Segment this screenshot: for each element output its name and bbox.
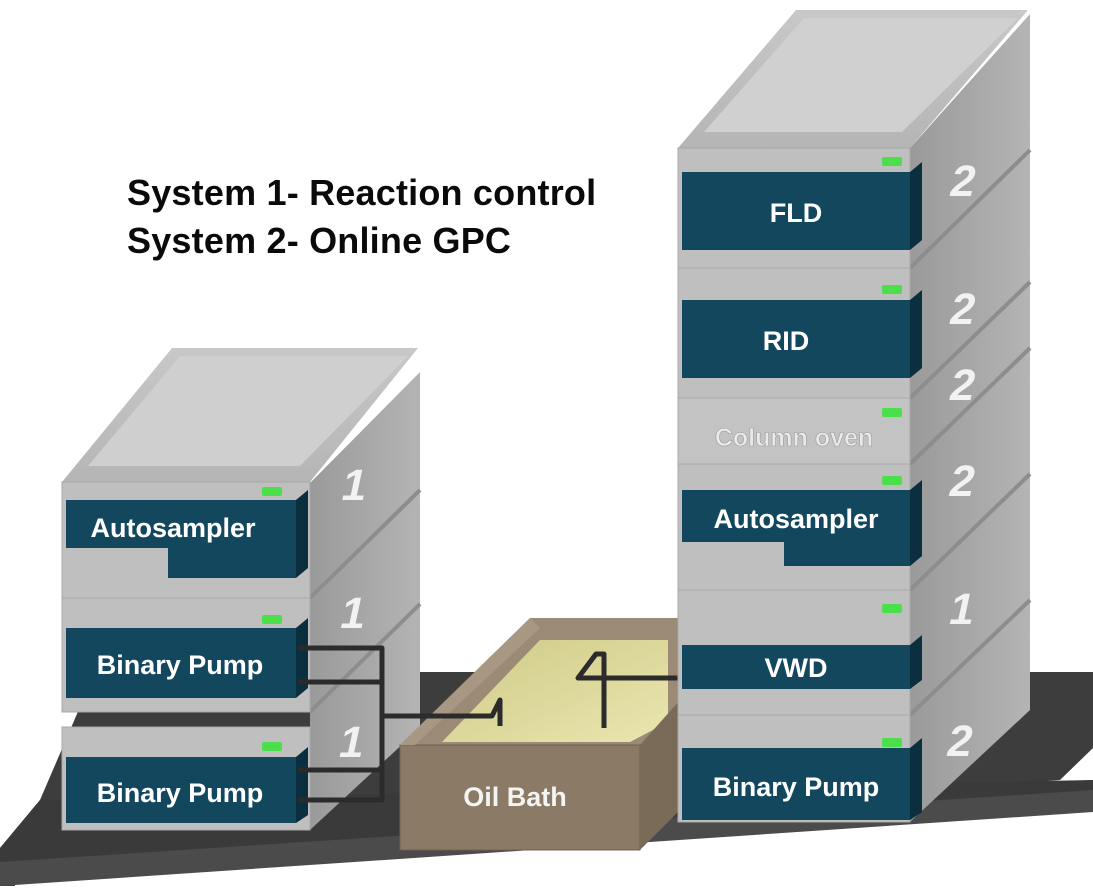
green-led-icon bbox=[262, 487, 282, 496]
module-label: Binary Pump bbox=[713, 772, 880, 802]
tube-to-bath bbox=[382, 697, 503, 726]
left-stack: Autosampler 1 Binary Pump 1 Binary Pump … bbox=[61, 348, 422, 831]
module-label: Binary Pump bbox=[97, 650, 264, 680]
module-label: Binary Pump bbox=[97, 778, 264, 808]
oil-bath: Oil Bath bbox=[399, 618, 680, 851]
green-led-icon bbox=[882, 738, 902, 747]
module-label: Autosampler bbox=[90, 513, 256, 543]
tube-pump1-upper bbox=[298, 645, 385, 773]
green-led-icon bbox=[882, 285, 902, 294]
left-module-binary-pump-2: Binary Pump 1 bbox=[61, 718, 370, 831]
tubing bbox=[298, 645, 682, 803]
green-led-icon bbox=[882, 604, 902, 613]
right-stack: FLD 2 RID 2 Column oven 2 Autosampler 2 bbox=[677, 10, 1032, 823]
right-stack-lid-rim bbox=[704, 18, 1018, 132]
green-led-icon bbox=[262, 615, 282, 624]
right-module-fld: FLD 2 bbox=[677, 147, 981, 269]
module-label: VWD bbox=[765, 653, 828, 683]
right-module-rid: RID 2 bbox=[677, 267, 981, 399]
legend-system2: System 2- Online GPC bbox=[127, 220, 512, 261]
module-label: Column oven bbox=[715, 424, 873, 452]
tube-bath-to-vwd bbox=[575, 651, 682, 728]
bath-label: Oil Bath bbox=[463, 782, 567, 812]
green-led-icon bbox=[882, 157, 902, 166]
legend-system1: System 1- Reaction control bbox=[127, 172, 597, 213]
module-label: FLD bbox=[770, 198, 822, 228]
green-led-icon bbox=[262, 742, 282, 751]
right-module-vwd: VWD 1 bbox=[677, 585, 980, 716]
green-led-icon bbox=[882, 476, 902, 485]
right-module-autosampler: Autosampler 2 bbox=[677, 457, 980, 591]
green-led-icon bbox=[882, 408, 902, 417]
right-stack-side bbox=[910, 14, 1030, 822]
left-stack-lid-rim bbox=[88, 356, 408, 466]
module-label: RID bbox=[763, 326, 810, 356]
right-module-column-oven: Column oven 2 bbox=[677, 361, 980, 465]
right-module-binary-pump: Binary Pump 2 bbox=[677, 714, 978, 823]
tube-pump2-lower bbox=[298, 770, 385, 803]
left-module-binary-pump-1: Binary Pump 1 bbox=[61, 589, 371, 713]
module-label: Autosampler bbox=[713, 504, 879, 534]
